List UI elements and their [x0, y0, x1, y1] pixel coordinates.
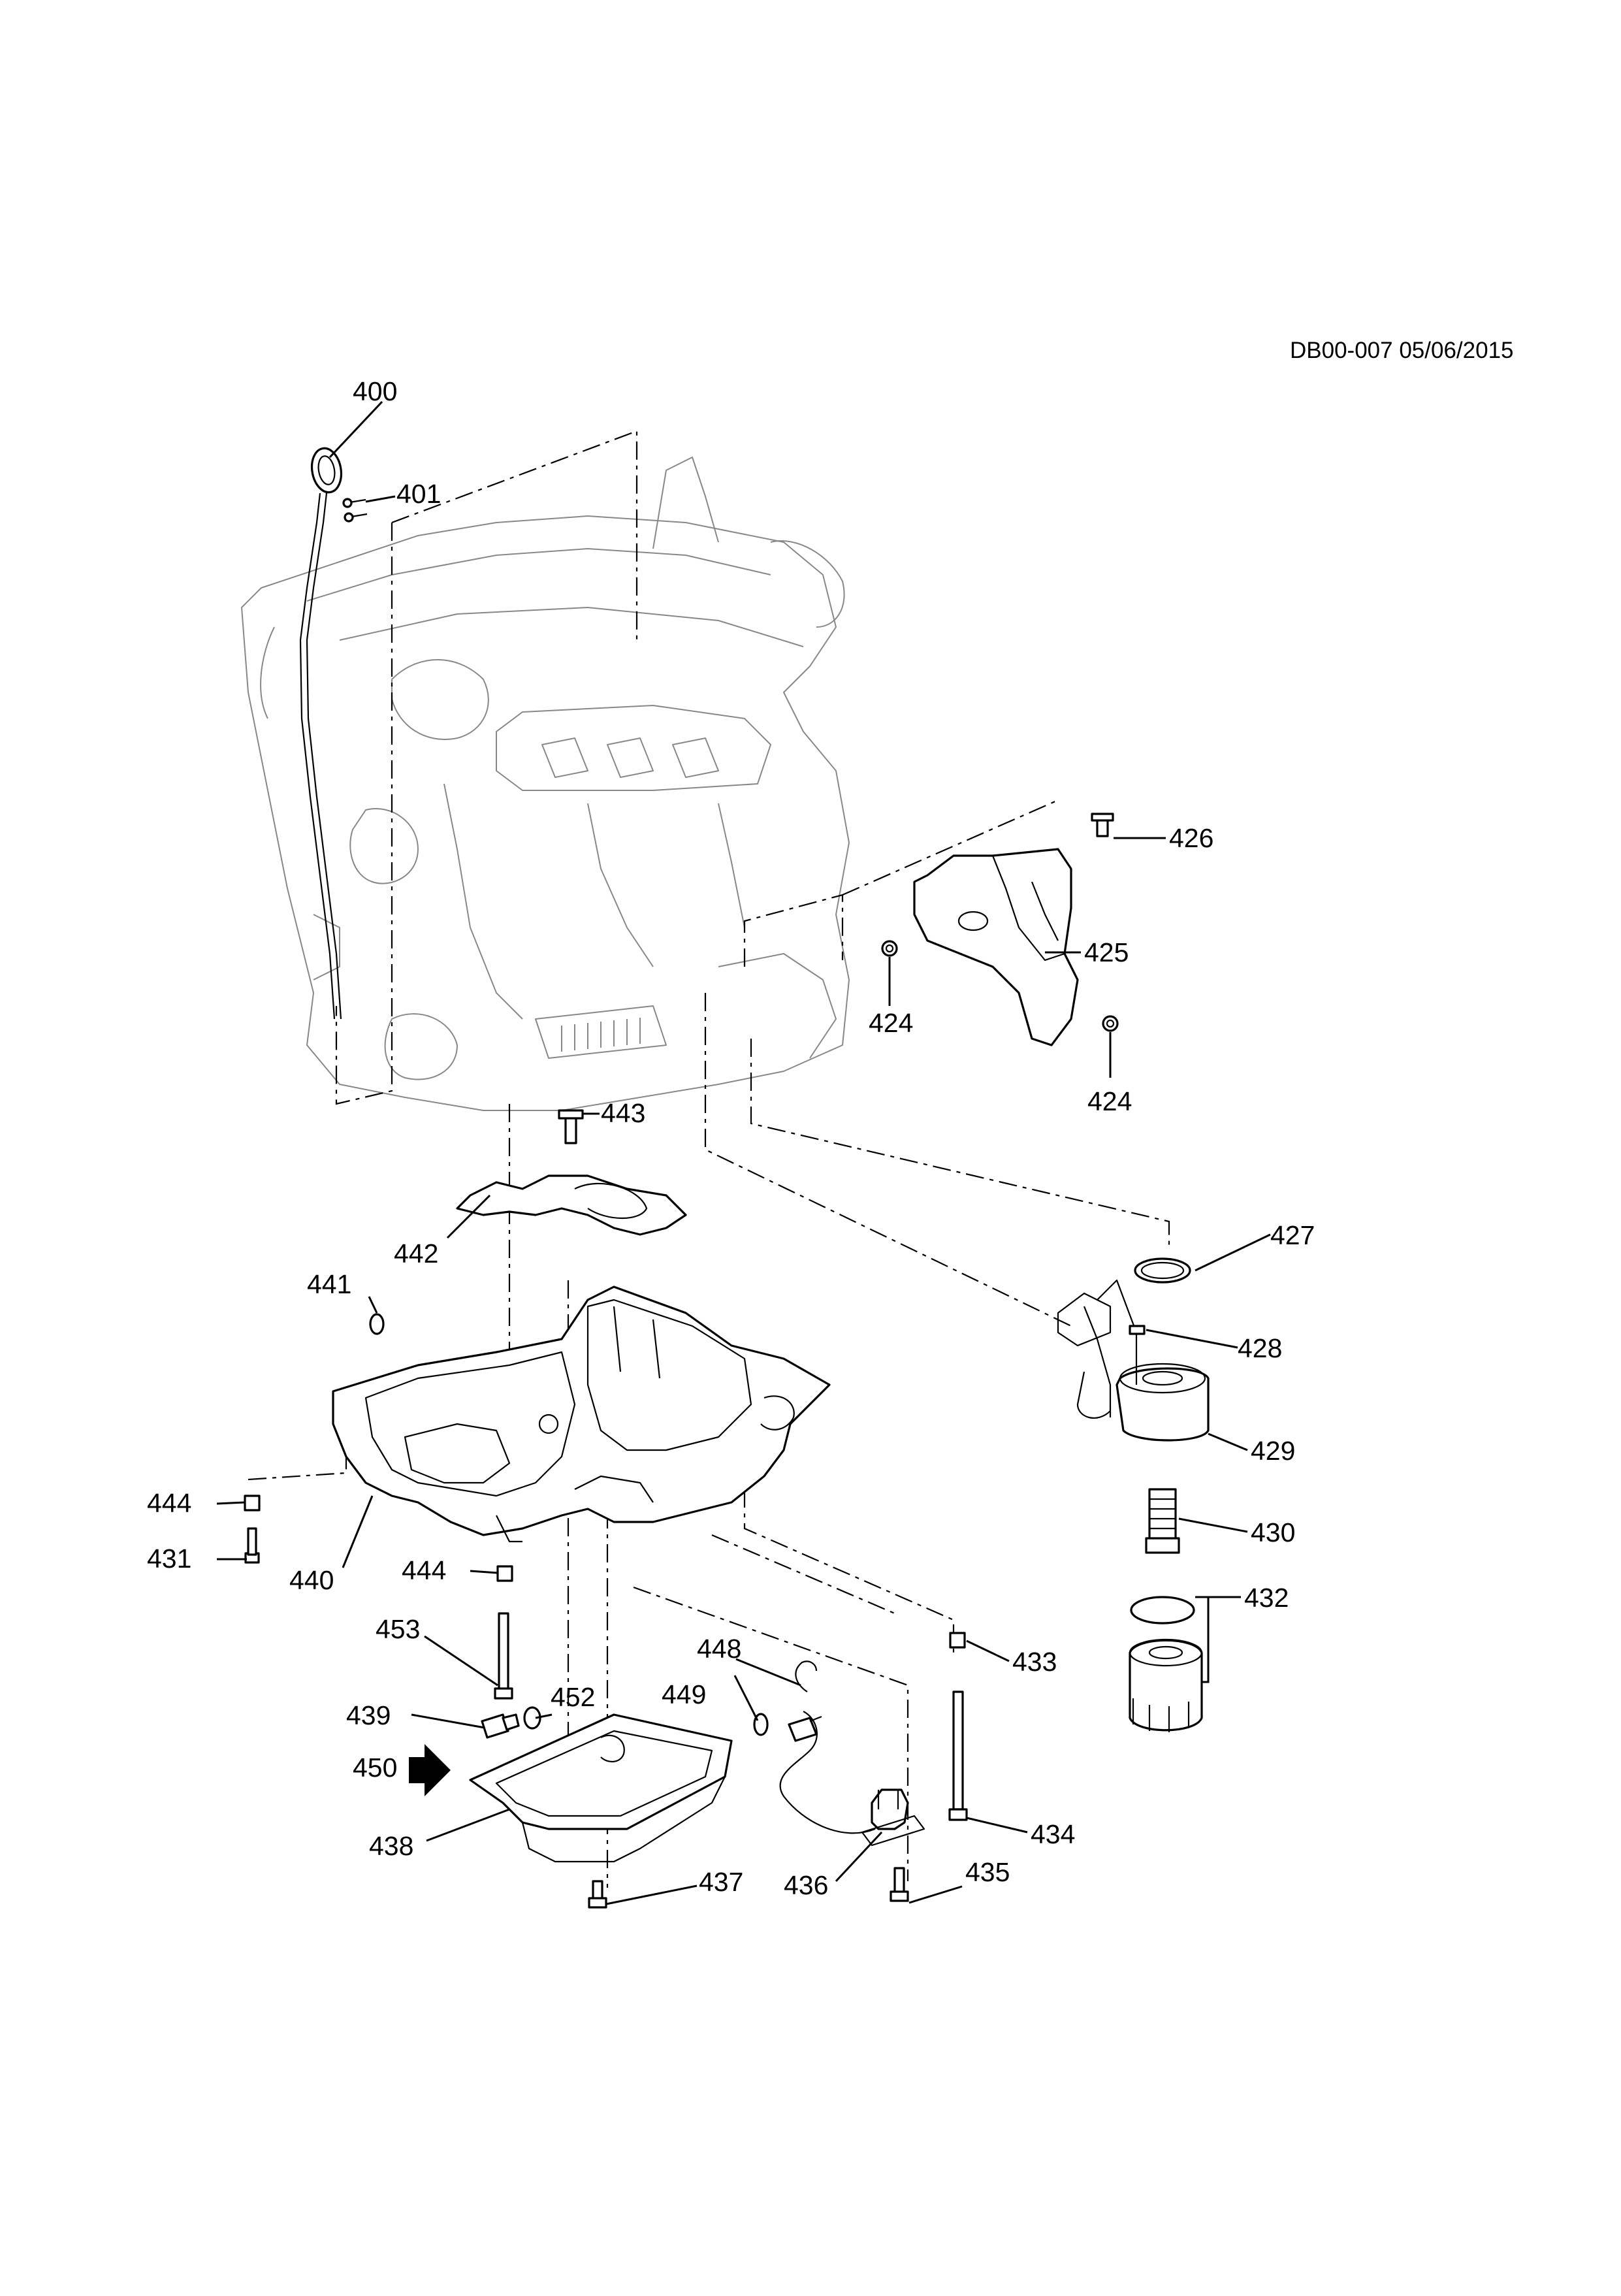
- bushing-444-left: [244, 1495, 261, 1512]
- bolt-437: [588, 1880, 607, 1909]
- lower-oil-pan: [469, 1713, 733, 1863]
- o-ring-441: [369, 1313, 385, 1335]
- callout-428: 428: [1238, 1333, 1282, 1363]
- stud-453: [494, 1612, 513, 1700]
- callout-437: 437: [699, 1867, 743, 1897]
- nut-424-left: [881, 940, 898, 957]
- engine-block: [241, 457, 850, 1111]
- leader-lines: [216, 400, 1271, 1905]
- callout-438: 438: [369, 1831, 413, 1861]
- callout-433: 433: [1012, 1647, 1057, 1677]
- callout-424-left: 424: [869, 1008, 913, 1038]
- oil-cooler: [1057, 1279, 1210, 1442]
- retaining-clip: [795, 1660, 818, 1692]
- upper-oil-pan: [332, 1285, 831, 1543]
- callout-444-center: 444: [402, 1555, 446, 1585]
- callout-431: 431: [147, 1544, 191, 1574]
- callout-450: 450: [353, 1753, 397, 1783]
- callout-440: 440: [289, 1565, 334, 1595]
- assembly-line-pan-left: [248, 1437, 347, 1481]
- callout-401: 401: [396, 479, 441, 509]
- callout-400: 400: [353, 376, 397, 406]
- oil-pan-baffle: [456, 1174, 687, 1236]
- bolt-443: [558, 1109, 584, 1144]
- oil-level-dipstick: [299, 447, 343, 1020]
- callout-435: 435: [965, 1857, 1010, 1887]
- assembly-line-cooler-upper: [750, 1039, 1170, 1248]
- drain-plug: [481, 1713, 520, 1739]
- callout-449: 449: [662, 1679, 706, 1709]
- assembly-line-cooler-lower: [704, 993, 1072, 1327]
- callout-432: 432: [1244, 1583, 1289, 1613]
- callout-429: 429: [1251, 1436, 1295, 1466]
- bushing-444-center: [496, 1565, 513, 1582]
- callout-430: 430: [1251, 1517, 1295, 1547]
- heat-shield: [913, 848, 1079, 1046]
- callout-434: 434: [1031, 1819, 1075, 1849]
- oil-level-sensor: [779, 1711, 925, 1847]
- dipstick-clips: [342, 498, 368, 523]
- callout-443: 443: [601, 1098, 645, 1128]
- callout-442: 442: [394, 1238, 438, 1269]
- assembly-line-pan-upper: [508, 1104, 955, 1888]
- assembly-line-engine-left: [335, 430, 638, 1105]
- bolt-426: [1091, 813, 1114, 837]
- callout-452: 452: [551, 1682, 595, 1712]
- callout-424-right: 424: [1087, 1086, 1132, 1116]
- bolt-435: [890, 1867, 909, 1902]
- assembly-line-heatshield: [743, 799, 1059, 967]
- callout-441: 441: [307, 1269, 351, 1299]
- callout-439: 439: [346, 1700, 391, 1730]
- bolt-431: [244, 1527, 260, 1564]
- connector-fitting: [1145, 1488, 1180, 1554]
- nut-424-right: [1102, 1015, 1119, 1032]
- assembly-line-gasket: [711, 1534, 895, 1615]
- bushing-433: [949, 1632, 966, 1649]
- callout-436: 436: [784, 1870, 828, 1900]
- callout-425: 425: [1084, 937, 1129, 967]
- callout-448: 448: [697, 1634, 741, 1664]
- callout-453: 453: [376, 1614, 420, 1644]
- callout-labels: 400 401 426 425 424 424 443 442 441 427 …: [147, 376, 1315, 1900]
- callout-444-left: 444: [147, 1488, 191, 1518]
- bolt-428: [1129, 1325, 1146, 1335]
- diagram-reference: DB00-007 05/06/2015: [1290, 338, 1514, 363]
- oil-filter: [1129, 1596, 1203, 1732]
- stud-434: [948, 1690, 968, 1821]
- callout-427: 427: [1270, 1220, 1315, 1250]
- arrow-right-icon: [409, 1744, 451, 1796]
- callout-426: 426: [1169, 823, 1213, 853]
- view-arrow: [409, 1744, 451, 1796]
- cooler-seal-ring: [1134, 1257, 1191, 1284]
